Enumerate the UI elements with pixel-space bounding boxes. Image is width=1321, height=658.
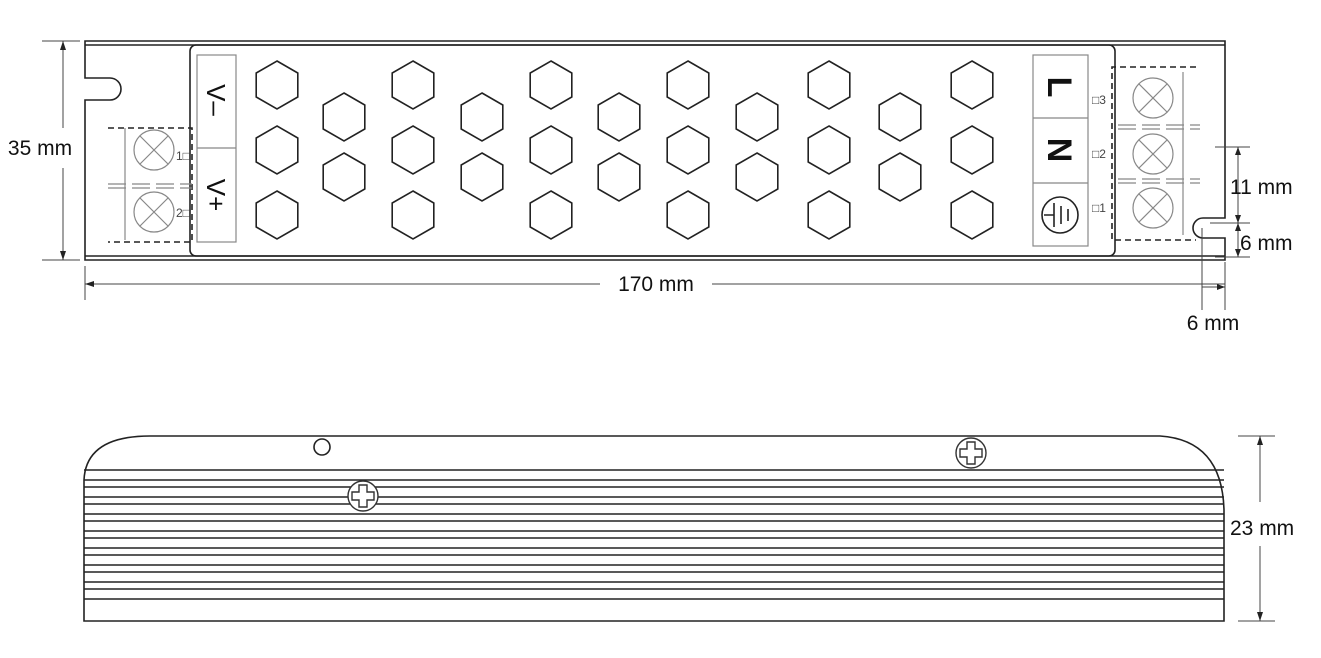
v-plus-label: V+: [201, 179, 231, 212]
top-view: V– V+ 1□ 2□ L N □3 □2 □1: [8, 40, 1293, 335]
dimension-mount-offset: 11 mm 6 mm: [1210, 146, 1293, 258]
svg-text:170 mm: 170 mm: [618, 273, 694, 296]
vent-hole: [313, 438, 331, 456]
hex-vent-hole: [666, 190, 710, 240]
svg-text:11 mm: 11 mm: [1230, 176, 1293, 199]
svg-text:35 mm: 35 mm: [8, 137, 72, 160]
hex-vent-hole: [255, 125, 299, 175]
hex-vent-hole: [460, 152, 504, 202]
earth-ground-icon: [1041, 196, 1079, 234]
housing-outline: [84, 40, 1226, 261]
dimension-length: 170 mm: [84, 266, 1226, 300]
hex-vent-hole: [807, 190, 851, 240]
vent-holes: [255, 60, 994, 240]
side-view: 23 mm: [83, 435, 1294, 622]
pin-label: □3: [1092, 93, 1106, 107]
hex-vent-hole: [735, 92, 779, 142]
hex-vent-hole: [322, 152, 366, 202]
live-label: L: [1040, 77, 1078, 98]
hex-vent-hole: [950, 125, 994, 175]
hex-vent-hole: [322, 92, 366, 142]
dimension-notch-depth: 6 mm: [1187, 228, 1240, 335]
screw-terminal-2: [1132, 133, 1174, 175]
hex-vent-hole: [950, 60, 994, 110]
hex-vent-hole: [391, 125, 435, 175]
svg-text:23 mm: 23 mm: [1230, 517, 1294, 540]
hex-vent-hole: [735, 152, 779, 202]
hex-vent-hole: [666, 60, 710, 110]
dimension-height: 23 mm: [1230, 435, 1294, 622]
hex-vent-hole: [666, 125, 710, 175]
pin-label: 1□: [176, 149, 190, 163]
hex-vent-hole: [597, 92, 641, 142]
screw-icon: [955, 437, 987, 469]
dimension-width: 35 mm: [8, 40, 80, 261]
hex-vent-hole: [529, 125, 573, 175]
screw-terminal-2: [133, 191, 175, 233]
hex-vent-hole: [255, 60, 299, 110]
v-minus-label: V–: [201, 84, 231, 116]
hex-vent-hole: [460, 92, 504, 142]
input-terminal-block: L N □3 □2 □1: [1032, 54, 1200, 247]
pin-label: □1: [1092, 201, 1106, 215]
neutral-label: N: [1040, 138, 1078, 163]
hex-vent-hole: [529, 60, 573, 110]
hex-vent-hole: [878, 152, 922, 202]
screw-terminal-1: [1132, 187, 1174, 229]
pin-label: □2: [1092, 147, 1106, 161]
screw-terminal-1: [133, 129, 175, 171]
hex-vent-hole: [950, 190, 994, 240]
svg-text:6 mm: 6 mm: [1187, 312, 1240, 335]
screw-terminal-3: [1132, 77, 1174, 119]
hex-vent-hole: [878, 92, 922, 142]
hex-vent-hole: [255, 190, 299, 240]
hex-vent-hole: [807, 60, 851, 110]
pin-label: 2□: [176, 206, 190, 220]
hex-vent-hole: [391, 190, 435, 240]
hex-vent-hole: [391, 60, 435, 110]
cooling-fins: [84, 469, 1224, 600]
hex-vent-hole: [597, 152, 641, 202]
cover-plate: [189, 44, 1116, 257]
svg-text:6 mm: 6 mm: [1240, 232, 1293, 255]
screw-icon: [347, 480, 379, 512]
side-outline: [83, 435, 1225, 622]
hex-vent-hole: [807, 125, 851, 175]
output-terminal-block: V– V+ 1□ 2□: [108, 54, 237, 243]
hex-vent-hole: [529, 190, 573, 240]
